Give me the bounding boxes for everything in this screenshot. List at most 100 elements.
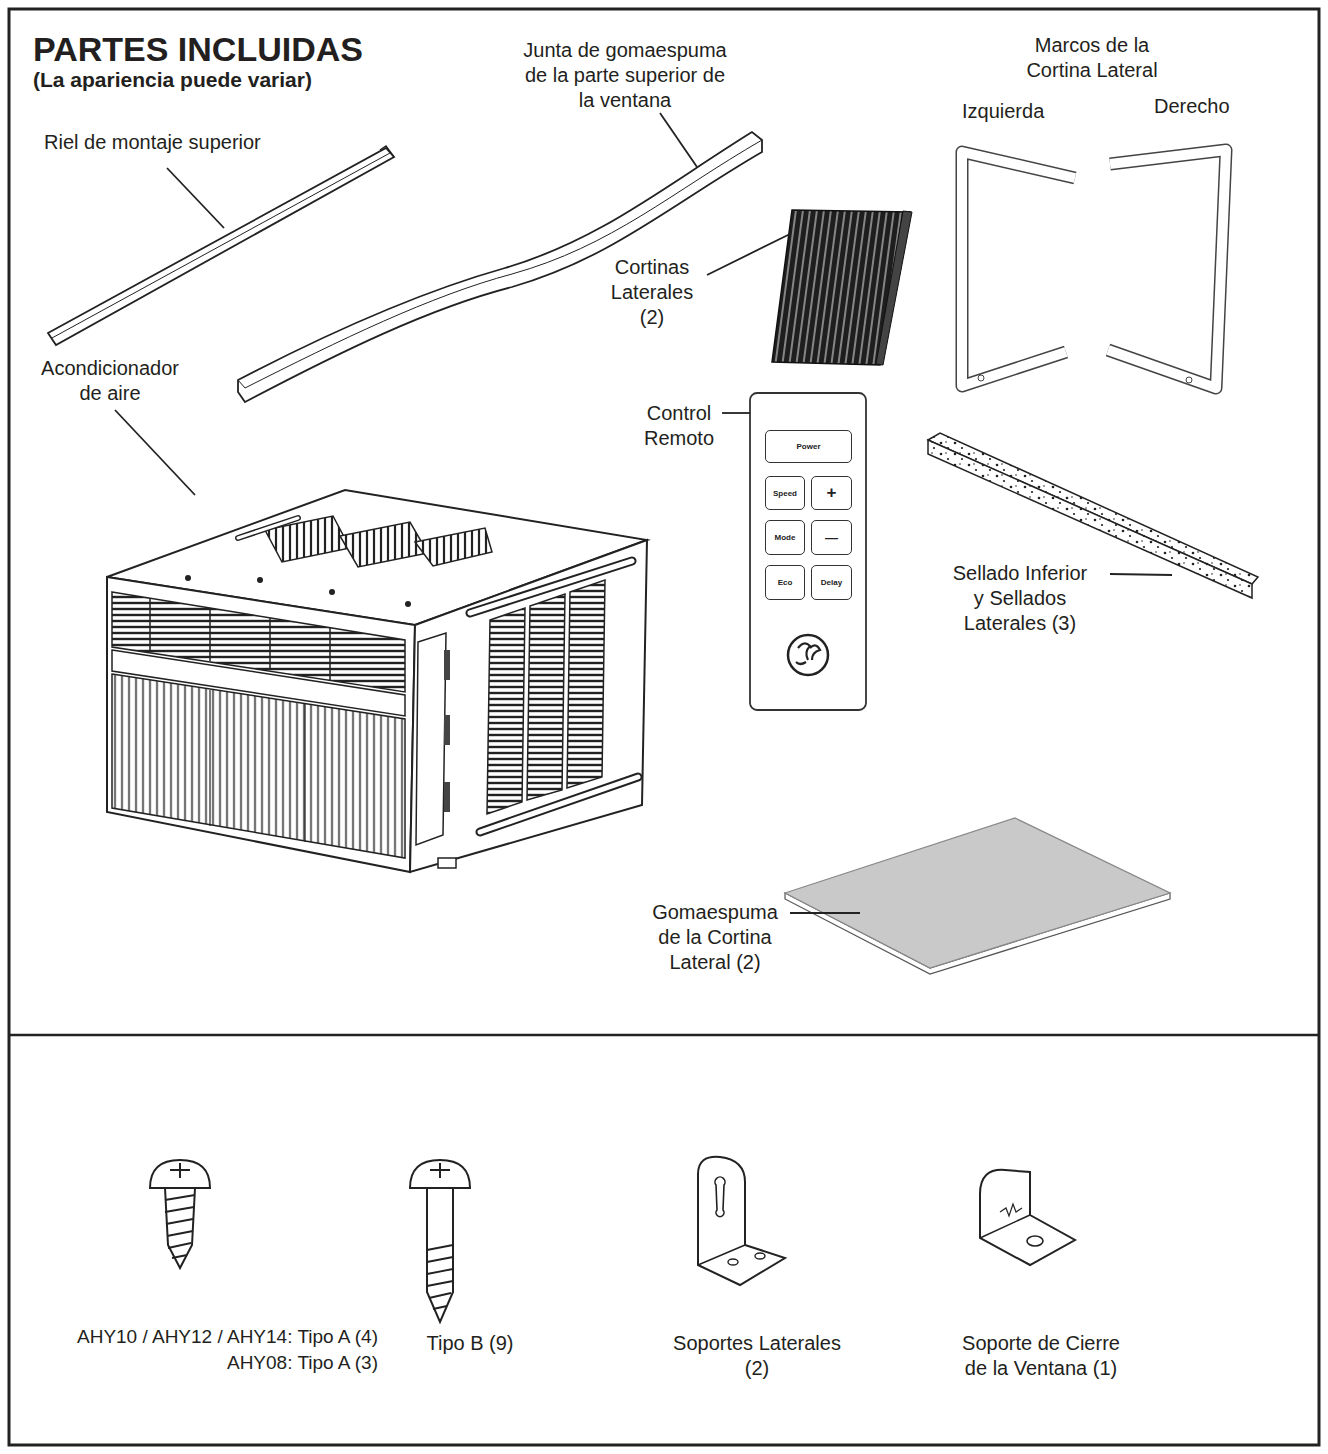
screw-shank — [165, 1188, 195, 1268]
screw-shank — [427, 1188, 453, 1322]
side-slot — [480, 777, 638, 832]
bracket-hole — [1027, 1236, 1043, 1246]
leader-line — [660, 113, 697, 167]
part-label: AHY08: Tipo A (3) — [10, 1350, 378, 1375]
button-label: — — [825, 530, 838, 545]
top-slot — [238, 518, 298, 538]
louver-divider — [329, 628, 331, 680]
keyhole — [715, 1177, 725, 1217]
top-slot-inner — [238, 518, 298, 538]
screw-dot — [329, 589, 335, 595]
remote-button: Eco — [765, 565, 805, 600]
leader-line — [167, 168, 224, 228]
part-label: Cortinas Laterales (2) — [602, 255, 702, 330]
part-label: Riel de montaje superior — [44, 130, 344, 155]
frame-pin — [978, 375, 984, 381]
gasket-edge — [238, 140, 762, 388]
remote-button: Mode — [765, 520, 805, 555]
top-vent — [415, 528, 492, 566]
bracket-hole — [728, 1259, 738, 1265]
rail-edge — [52, 153, 390, 338]
bracket-mark — [1000, 1204, 1022, 1216]
part-label: Soportes Laterales (2) — [667, 1331, 847, 1381]
side-vent — [487, 608, 525, 814]
title: PARTES INCLUIDAS — [33, 31, 363, 67]
part-label: Gomaespuma de la Cortina Lateral (2) — [645, 900, 785, 975]
button-label: Delay — [821, 578, 842, 587]
louver-divider — [209, 608, 211, 661]
button-label: Speed — [773, 489, 797, 498]
side-vent — [527, 594, 565, 800]
bracket-bend — [698, 1245, 745, 1265]
screw-head — [150, 1160, 210, 1188]
remote-button: Power — [765, 430, 852, 463]
part-label: AHY10 / AHY12 / AHY14: Tipo A (4) — [10, 1324, 378, 1349]
screw-dot — [257, 577, 263, 583]
part-label: Control Remoto — [633, 401, 725, 451]
screw-dot — [185, 575, 191, 581]
part-label: Sellado Inferior y Sellados Laterales (3… — [950, 561, 1090, 636]
logo-circle — [788, 635, 828, 675]
grille-divider — [209, 690, 210, 826]
remote-body — [750, 393, 866, 710]
side-label: Derecho — [1154, 94, 1274, 119]
part-label: Marcos de la Cortina Lateral — [1017, 33, 1167, 83]
logo-mark — [796, 643, 820, 664]
side-panel — [416, 633, 446, 845]
subtitle: (La apariencia puede variar) — [33, 67, 433, 92]
top-vent — [340, 522, 428, 567]
foam-sheet — [785, 818, 1170, 968]
screw-slot — [430, 1163, 450, 1178]
part-label: Tipo B (9) — [400, 1331, 540, 1356]
bracket-bend — [980, 1215, 1030, 1238]
frame-pin — [1186, 377, 1192, 383]
remote-button: — — [811, 520, 852, 555]
curtain-end-bar — [876, 211, 912, 365]
bracket-hole — [755, 1253, 765, 1259]
ac-side — [410, 540, 647, 872]
ac-front — [107, 577, 415, 872]
screw-slot — [170, 1163, 190, 1178]
leader-line — [722, 412, 750, 414]
left-frame — [962, 152, 1075, 386]
panel-tab — [444, 650, 450, 680]
panel-tab — [444, 715, 450, 745]
foam-seal-top — [928, 433, 1258, 584]
louver-divider — [149, 598, 151, 652]
ac-foot — [438, 858, 456, 868]
remote-button: + — [811, 476, 852, 510]
button-label: + — [827, 483, 837, 503]
button-label: Eco — [778, 578, 793, 587]
lock-bracket — [980, 1170, 1075, 1265]
screw-head — [410, 1160, 470, 1188]
screw-dot — [405, 601, 411, 607]
side-label: Izquierda — [962, 99, 1082, 124]
rail-end — [380, 146, 394, 157]
button-label: Mode — [775, 533, 796, 542]
right-frame-inner — [1108, 150, 1226, 388]
leader-line — [790, 912, 860, 914]
left-frame-inner — [962, 152, 1075, 386]
foam-gasket — [238, 132, 762, 402]
remote-button: Delay — [811, 565, 852, 600]
louver-divider — [269, 618, 271, 670]
right-frame — [1108, 150, 1226, 388]
screw-thread — [165, 1195, 195, 1258]
outer-border — [9, 9, 1319, 1445]
side-slot-inner — [480, 777, 638, 832]
part-label: Soporte de Cierre de la Ventana (1) — [952, 1331, 1130, 1381]
panel-tab — [444, 782, 450, 812]
leader-line — [115, 410, 195, 495]
part-label: Junta de gomaespuma de la parte superior… — [519, 38, 731, 113]
side-bracket — [698, 1157, 785, 1285]
grille-divider — [304, 704, 305, 842]
divider-line — [9, 1034, 1319, 1037]
remote-button: Speed — [765, 476, 805, 510]
side-vent — [567, 580, 605, 788]
mounting-rail — [48, 148, 394, 345]
intake-grille — [112, 674, 405, 858]
screw-thread — [427, 1245, 453, 1309]
button-label: Power — [796, 442, 820, 451]
leader-line — [707, 234, 790, 275]
part-label: Acondicionador de aire — [35, 356, 185, 406]
